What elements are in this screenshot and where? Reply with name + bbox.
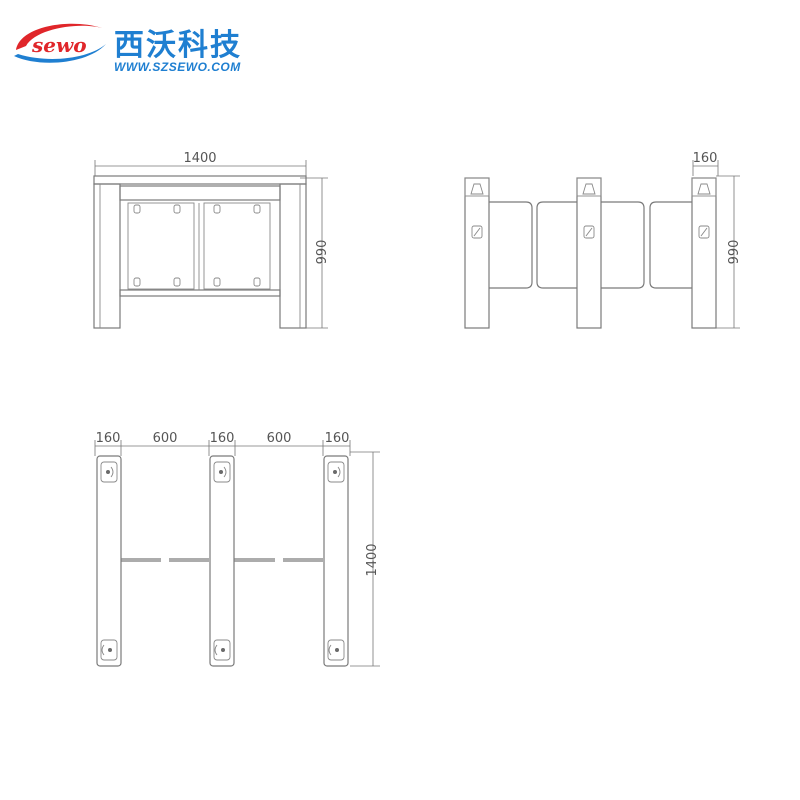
top-length-label: 1400: [365, 543, 380, 576]
top-segment-label: 160: [210, 431, 235, 446]
top-segment-label: 160: [96, 431, 121, 446]
sewo-swoosh-logo: sewo: [14, 23, 106, 63]
front-height-label: 990: [315, 240, 330, 265]
front-view: 1400 990: [93, 151, 330, 329]
top-segment-label: 160: [325, 431, 350, 446]
company-url: WWW.SZSEWO.COM: [114, 60, 241, 74]
top-view: 160 600 160 600 160 1400: [94, 431, 380, 667]
brand-logo: sewo 西沃科技 WWW.SZSEWO.COM: [10, 14, 280, 74]
side-post-width-label: 160: [693, 151, 718, 166]
top-segment-label: 600: [153, 431, 178, 446]
top-segment-label: 600: [267, 431, 292, 446]
company-name: 西沃科技: [114, 28, 242, 63]
logo-script-text: sewo: [31, 33, 87, 57]
front-width-label: 1400: [183, 151, 216, 166]
side-view: 160 990: [464, 151, 742, 329]
side-height-label: 990: [727, 240, 742, 265]
